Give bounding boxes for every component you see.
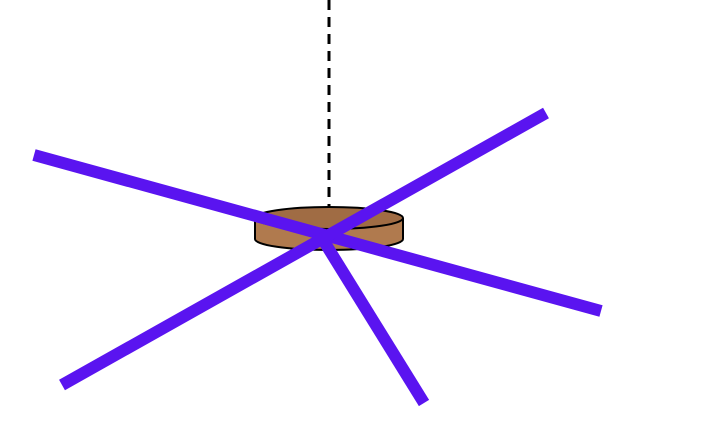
rod-short-lower (319, 239, 430, 407)
rod-upper-left-to-lower-right (32, 149, 603, 317)
rod-lower-left-to-upper-right (59, 107, 549, 391)
